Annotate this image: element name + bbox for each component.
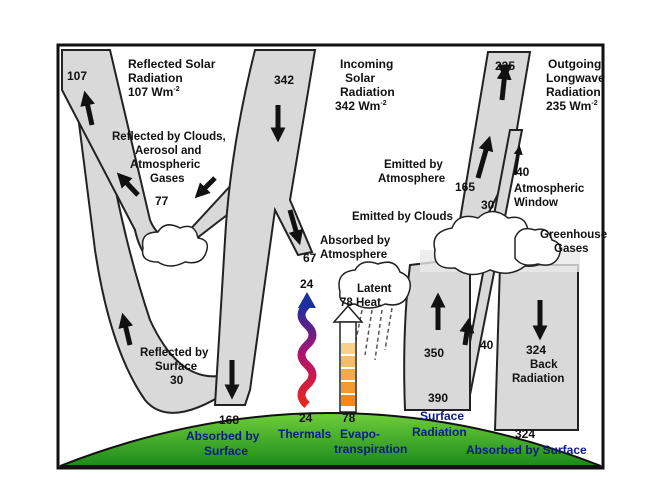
reflected-clouds-value: 77 [155,194,169,208]
absorbed-left-line-1: Absorbed by [186,429,260,443]
back-radiation-line-1: Back [530,359,558,371]
emitted-atm-line-1: Emitted by [384,159,443,171]
emitted-atm-line-2: Atmosphere [378,173,445,185]
cloud-left-icon [141,224,209,267]
incoming-solar-band [213,49,317,406]
surface-radiation-line-1: Surface [420,409,464,423]
incoming-solar-line-1: Incoming [340,57,393,71]
reflected-clouds-line-1: Reflected by Clouds, [112,131,226,143]
emitted-clouds-value: 30 [481,198,495,212]
latent-heat-arrow [332,304,364,413]
reflected-surface-label: Reflected by Surface 30 [140,347,209,387]
reflected-surface-line-1: Reflected by [140,347,209,359]
emitted-clouds-label: Emitted by Clouds [352,211,453,223]
greenhouse-line-1: Greenhouse [540,229,607,241]
reflected-solar-value: 107 [67,69,87,83]
evapotranspiration-label: 78 Evapo- transpiration [334,411,407,456]
surface-radiation-line-2: Radiation [412,425,467,439]
earth-surface [59,412,602,467]
absorbed-atmosphere-label: Absorbed by Atmosphere 67 [303,235,391,265]
absorbed-left-line-2: Surface [204,444,248,458]
back-radiation-value: 324 [526,343,546,357]
outgoing-line-2: Longwave [546,71,605,85]
cloud-right-icon [433,210,562,276]
flow-arrows [80,64,548,400]
atmospheric-window-label: 40 Atmospheric Window [514,165,585,209]
absorbed-left-value: 168 [219,413,239,427]
incoming-solar-line-2: Solar [345,71,375,85]
thermals-top-value: 24 [300,277,314,291]
back-radiation-label: 324 Back Radiation [512,343,564,385]
absorbed-atm-line-1: Absorbed by [320,235,391,247]
reflected-solar-line-1: Reflected Solar [128,57,216,71]
outgoing-line-4: 235 Wm-2 [546,99,598,113]
outgoing-longwave-label: Outgoing Longwave Radiation 235 Wm-2 235 [495,57,605,113]
outgoing-line-3: Radiation [546,85,601,99]
absorbed-atm-line-2: Atmosphere [320,249,387,261]
absorbed-right-value: 324 [515,427,535,441]
outgoing-line-1: Outgoing [548,57,601,71]
greenhouse-line-2: Gases [554,243,589,255]
reflected-solar-line-3: 107 Wm-2 [128,85,180,99]
incoming-solar-line-4: 342 Wm-2 [335,99,387,113]
latent-heat-label: Latent 78 Heat [340,283,392,309]
emitted-atmosphere-label: Emitted by Atmosphere 165 [378,159,475,194]
evapo-line-2: transpiration [334,442,407,456]
absorbed-right-text: Absorbed by Surface [466,443,587,457]
absorbed-surface-right-label: 324 Absorbed by Surface [466,427,587,457]
surface-radiation-label: 390 Surface Radiation [412,391,467,439]
surface-up-value: 350 [424,346,444,360]
emitted-atm-value: 165 [455,180,475,194]
surface-radiation-band [403,256,471,411]
atm-window-line-1: Atmospheric [514,183,585,195]
incoming-solar-label: Incoming Solar Radiation 342 Wm-2 342 [274,57,395,113]
thermals-label: 24 Thermals [278,411,332,441]
window-small-value: 40 [480,338,494,352]
outgoing-value: 235 [495,59,515,73]
greenhouse-gases-label: Greenhouse Gases [540,229,607,255]
evapo-value: 78 [342,411,356,425]
atm-window-value: 40 [516,165,530,179]
absorbed-atm-value: 67 [303,251,317,265]
reflected-clouds-line-4: Gases [150,173,185,185]
reflected-solar-line-2: Radiation [128,71,183,85]
incoming-solar-line-3: Radiation [340,85,395,99]
back-radiation-line-2: Radiation [512,373,564,385]
latent-heat-line-2: 78 Heat [340,297,381,309]
incoming-solar-value: 342 [274,73,294,87]
thermals-value: 24 [299,411,313,425]
surface-radiation-value: 390 [428,391,448,405]
reflected-clouds-line-3: Atmospheric [130,159,201,171]
thermals-arrow [297,292,317,408]
reflected-surface-line-2: Surface [155,361,197,373]
latent-heat-line-1: Latent [357,283,392,295]
absorbed-surface-left-label: 168 Absorbed by Surface [186,413,260,458]
evapo-line-1: Evapo- [340,427,380,441]
atm-window-line-2: Window [514,197,558,209]
reflected-clouds-line-2: Aerosol and [135,145,201,157]
reflected-surface-value: 30 [170,373,184,387]
thermals-text: Thermals [278,427,332,441]
reflected-solar-label: Reflected Solar Radiation 107 Wm-2 107 [67,57,216,99]
reflected-clouds-label: Reflected by Clouds, Aerosol and Atmosph… [112,131,226,208]
